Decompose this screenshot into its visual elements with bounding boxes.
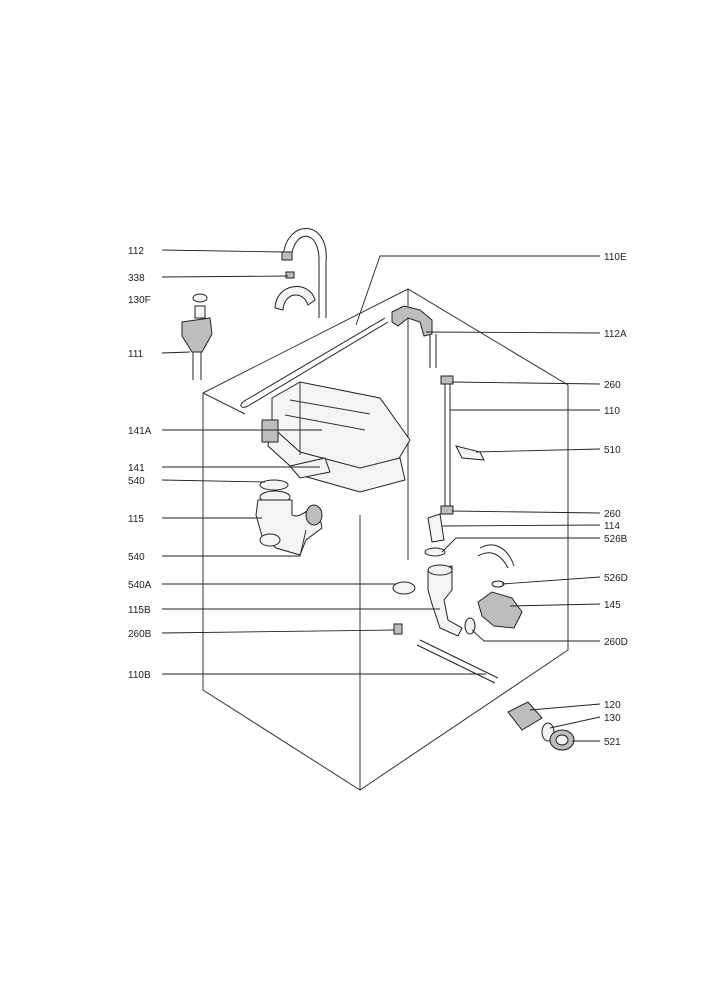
sump-hose-part xyxy=(255,479,323,556)
cap-part xyxy=(192,293,208,303)
label-260-bottom: 260 xyxy=(604,509,621,520)
label-260b: 260B xyxy=(128,629,152,640)
label-130: 130 xyxy=(604,713,621,724)
label-338: 338 xyxy=(128,273,145,284)
label-114: 114 xyxy=(604,521,620,532)
label-110e: 110E xyxy=(604,252,627,263)
label-141: 141 xyxy=(128,463,145,474)
bottom-rod-part xyxy=(416,639,499,684)
label-112: 112 xyxy=(128,246,144,257)
label-540-bottom: 540 xyxy=(128,552,145,563)
pressure-tube-part xyxy=(440,375,485,515)
label-521: 521 xyxy=(604,737,621,748)
label-141a: 141A xyxy=(128,426,152,437)
label-115b: 115B xyxy=(128,605,151,616)
label-145: 145 xyxy=(604,600,621,611)
label-526d: 526D xyxy=(604,573,628,584)
label-526b: 526B xyxy=(604,534,628,545)
label-112a: 112A xyxy=(604,329,627,340)
label-120: 120 xyxy=(604,700,621,711)
hose-bracket-part xyxy=(274,271,316,311)
label-110b: 110B xyxy=(128,670,151,681)
label-260d: 260D xyxy=(604,637,628,648)
pump-assembly-part xyxy=(392,513,523,637)
label-510: 510 xyxy=(604,445,621,456)
leader-lines xyxy=(161,249,601,742)
label-130f: 130F xyxy=(128,295,151,306)
inlet-valve-part xyxy=(181,305,213,380)
label-260-top: 260 xyxy=(604,380,621,391)
elbow-part xyxy=(391,305,437,368)
label-111: 111 xyxy=(128,349,144,360)
inlet-hose-part xyxy=(281,228,327,318)
filter-part xyxy=(507,701,575,751)
top-hose-part xyxy=(240,317,389,408)
label-115: 115 xyxy=(128,514,144,525)
cabinet-outline xyxy=(202,288,569,791)
dispenser-part xyxy=(261,381,411,493)
label-540-top: 540 xyxy=(128,476,145,487)
label-540a: 540A xyxy=(128,580,152,591)
label-110: 110 xyxy=(604,406,620,417)
